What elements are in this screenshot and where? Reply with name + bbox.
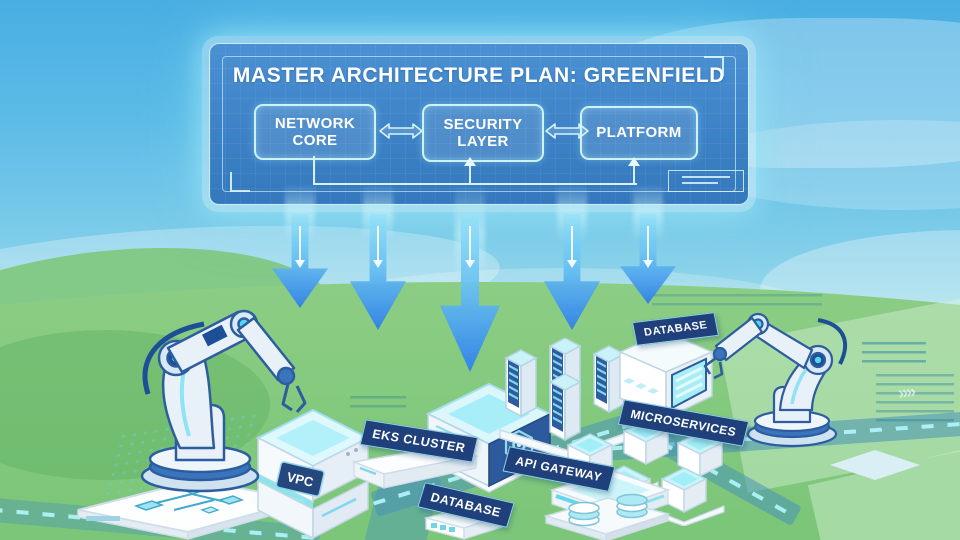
server-tower [504, 338, 626, 442]
double-arrow-icon [379, 123, 423, 139]
circuit-icon [133, 485, 245, 514]
node-platform: PLATFORM [580, 106, 698, 160]
vpc-cube: VPC [256, 408, 371, 540]
up-arrow-icon [628, 157, 640, 166]
hud-telemetry-lines [876, 374, 954, 424]
node-network-core: NETWORK CORE [254, 104, 376, 160]
robot-arm-right [703, 312, 847, 448]
hud-telemetry-lines [862, 342, 926, 364]
blueprint-title: MASTER ARCHITECTURE PLAN: GREENFIELD [232, 64, 726, 87]
gripper-icon [703, 356, 724, 380]
connector-line [469, 166, 471, 184]
gripper-icon [281, 383, 307, 413]
up-arrow-icon [464, 157, 476, 166]
corner-bracket [230, 172, 250, 192]
server-towers [499, 338, 647, 460]
blueprint-panel-inner: MASTER ARCHITECTURE PLAN: GREENFIELD NET… [209, 43, 749, 205]
node-security-layer: SECURITY LAYER [422, 104, 544, 162]
connector-line [633, 166, 635, 184]
robot-arm-left [140, 309, 307, 493]
database-cube-right [618, 331, 714, 420]
corner-bracket [704, 56, 724, 76]
title-block [668, 170, 744, 192]
coin-stack-icon [568, 493, 648, 527]
vpc-label: VPC [285, 469, 315, 490]
hud-telemetry-lines [652, 294, 822, 308]
vpc-label-plate: VPC [275, 461, 325, 497]
connector-line [313, 156, 315, 184]
double-arrow-icon [545, 123, 589, 139]
coin-stacks-platform [543, 493, 671, 540]
chevron-arrows-icon: »» [896, 380, 916, 404]
hud-telemetry-lines [350, 396, 406, 414]
